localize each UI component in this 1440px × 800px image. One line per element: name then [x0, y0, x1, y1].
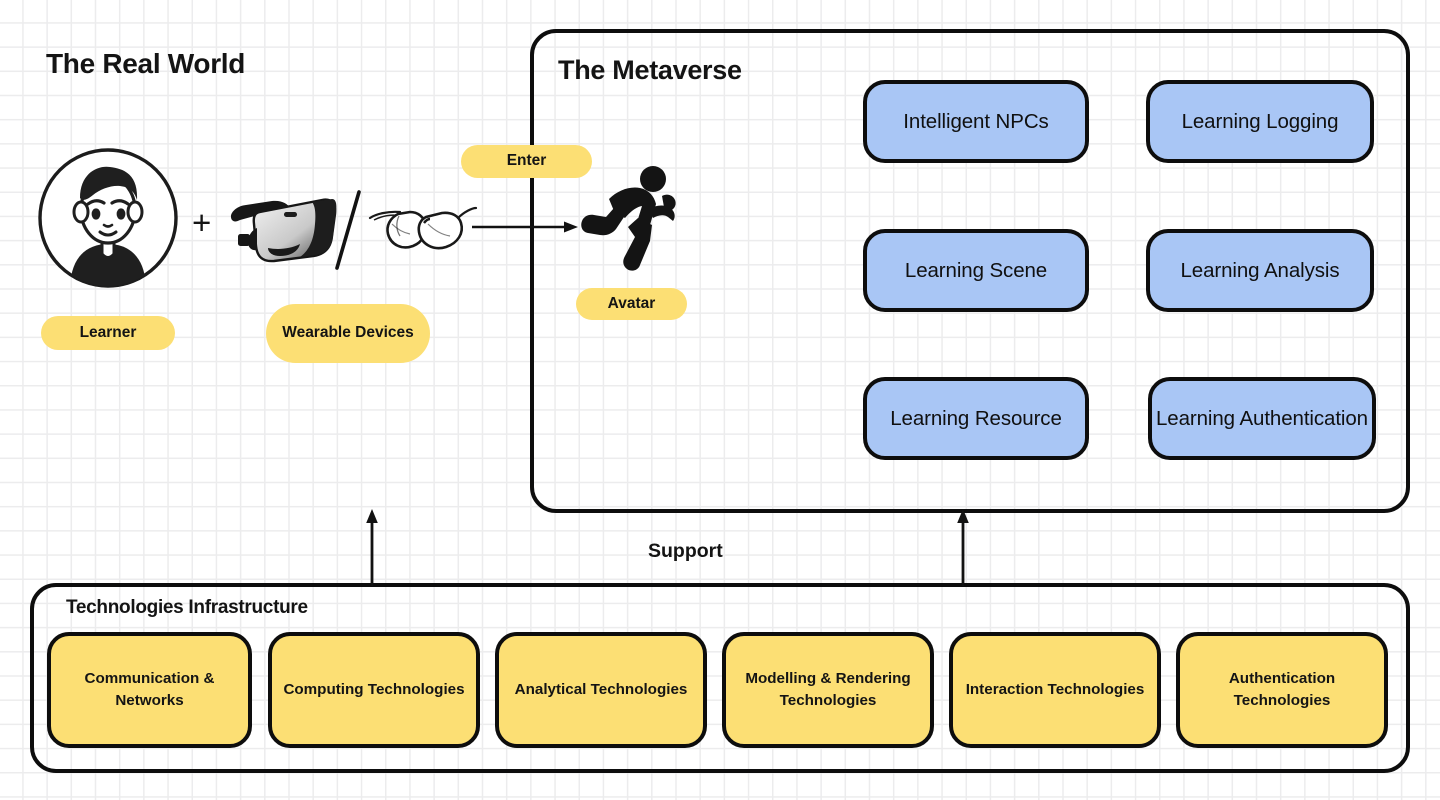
metaverse-card-learning-scene[interactable]: Learning Scene — [863, 229, 1089, 312]
metaverse-title: The Metaverse — [558, 55, 742, 85]
wearable-devices-label-pill: Wearable Devices — [266, 304, 430, 363]
smart-glasses-icon — [366, 200, 478, 260]
running-person-icon — [576, 163, 686, 273]
infrastructure-title: Technologies Infrastructure — [66, 597, 308, 618]
learner-avatar-icon — [36, 146, 180, 290]
vr-headset-icon — [226, 192, 338, 264]
learner-label-pill: Learner — [41, 316, 175, 350]
slash-separator-icon — [332, 188, 364, 272]
support-label: Support — [648, 540, 723, 562]
avatar-label-pill: Avatar — [576, 288, 687, 320]
metaverse-container — [530, 29, 1410, 513]
metaverse-card-learning-authentication[interactable]: Learning Authentication — [1148, 377, 1376, 460]
support-arrow-right — [957, 509, 969, 586]
technology-card-modelling-rendering-technologies[interactable]: Modelling & Rendering Technologies — [722, 632, 934, 748]
technology-card-computing-technologies[interactable]: Computing Technologies — [268, 632, 480, 748]
metaverse-card-learning-resource[interactable]: Learning Resource — [863, 377, 1089, 460]
metaverse-card-intelligent-npcs[interactable]: Intelligent NPCs — [863, 80, 1089, 163]
metaverse-card-learning-logging[interactable]: Learning Logging — [1146, 80, 1374, 163]
technology-card-authentication-technologies[interactable]: Authentication Technologies — [1176, 632, 1388, 748]
technology-card-interaction-technologies[interactable]: Interaction Technologies — [949, 632, 1161, 748]
technology-card-communication-networks[interactable]: Communication & Networks — [47, 632, 252, 748]
real-world-title: The Real World — [46, 48, 246, 79]
technology-card-analytical-technologies[interactable]: Analytical Technologies — [495, 632, 707, 748]
enter-label-pill: Enter — [461, 145, 592, 178]
enter-arrow — [472, 221, 578, 233]
metaverse-card-learning-analysis[interactable]: Learning Analysis — [1146, 229, 1374, 312]
plus-sign: + — [192, 204, 212, 241]
support-arrow-left — [366, 509, 378, 586]
technologies-infrastructure-container — [30, 583, 1410, 773]
